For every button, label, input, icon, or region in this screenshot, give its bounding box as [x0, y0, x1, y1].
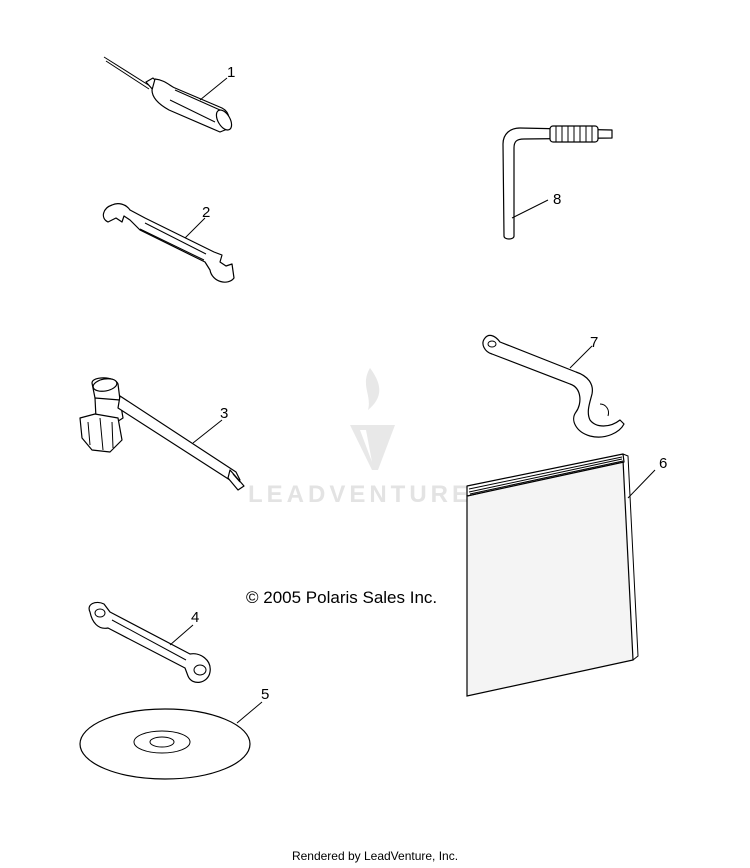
callout-5: 5 — [261, 686, 269, 703]
footer-credit: Rendered by LeadVenture, Inc. — [291, 849, 459, 863]
watermark-text: LEADVENTURE — [248, 481, 472, 508]
hex-key-grip — [549, 125, 599, 143]
open-end-wrench-part — [102, 203, 235, 283]
callout-4: 4 — [191, 609, 199, 626]
spark-plug-socket-wrench-part — [79, 377, 245, 491]
callout-7: 7 — [590, 334, 598, 351]
copyright-notice: © 2005 Polaris Sales Inc. — [246, 588, 437, 607]
callout-1: 1 — [227, 64, 235, 81]
callout-6: 6 — [659, 455, 667, 472]
hex-key-part — [502, 125, 613, 240]
cd-disc-part — [79, 701, 263, 780]
leadventure-watermark: LEADVENTURE — [248, 368, 472, 508]
box-wrench-part — [88, 601, 211, 683]
callout-3: 3 — [220, 405, 228, 422]
callout-2: 2 — [202, 204, 210, 221]
watermark-flame-logo — [350, 368, 395, 470]
callout-8: 8 — [553, 191, 561, 208]
owners-manual-part — [466, 453, 656, 697]
screwdriver-part — [103, 56, 233, 133]
spanner-wrench-part — [482, 334, 625, 438]
